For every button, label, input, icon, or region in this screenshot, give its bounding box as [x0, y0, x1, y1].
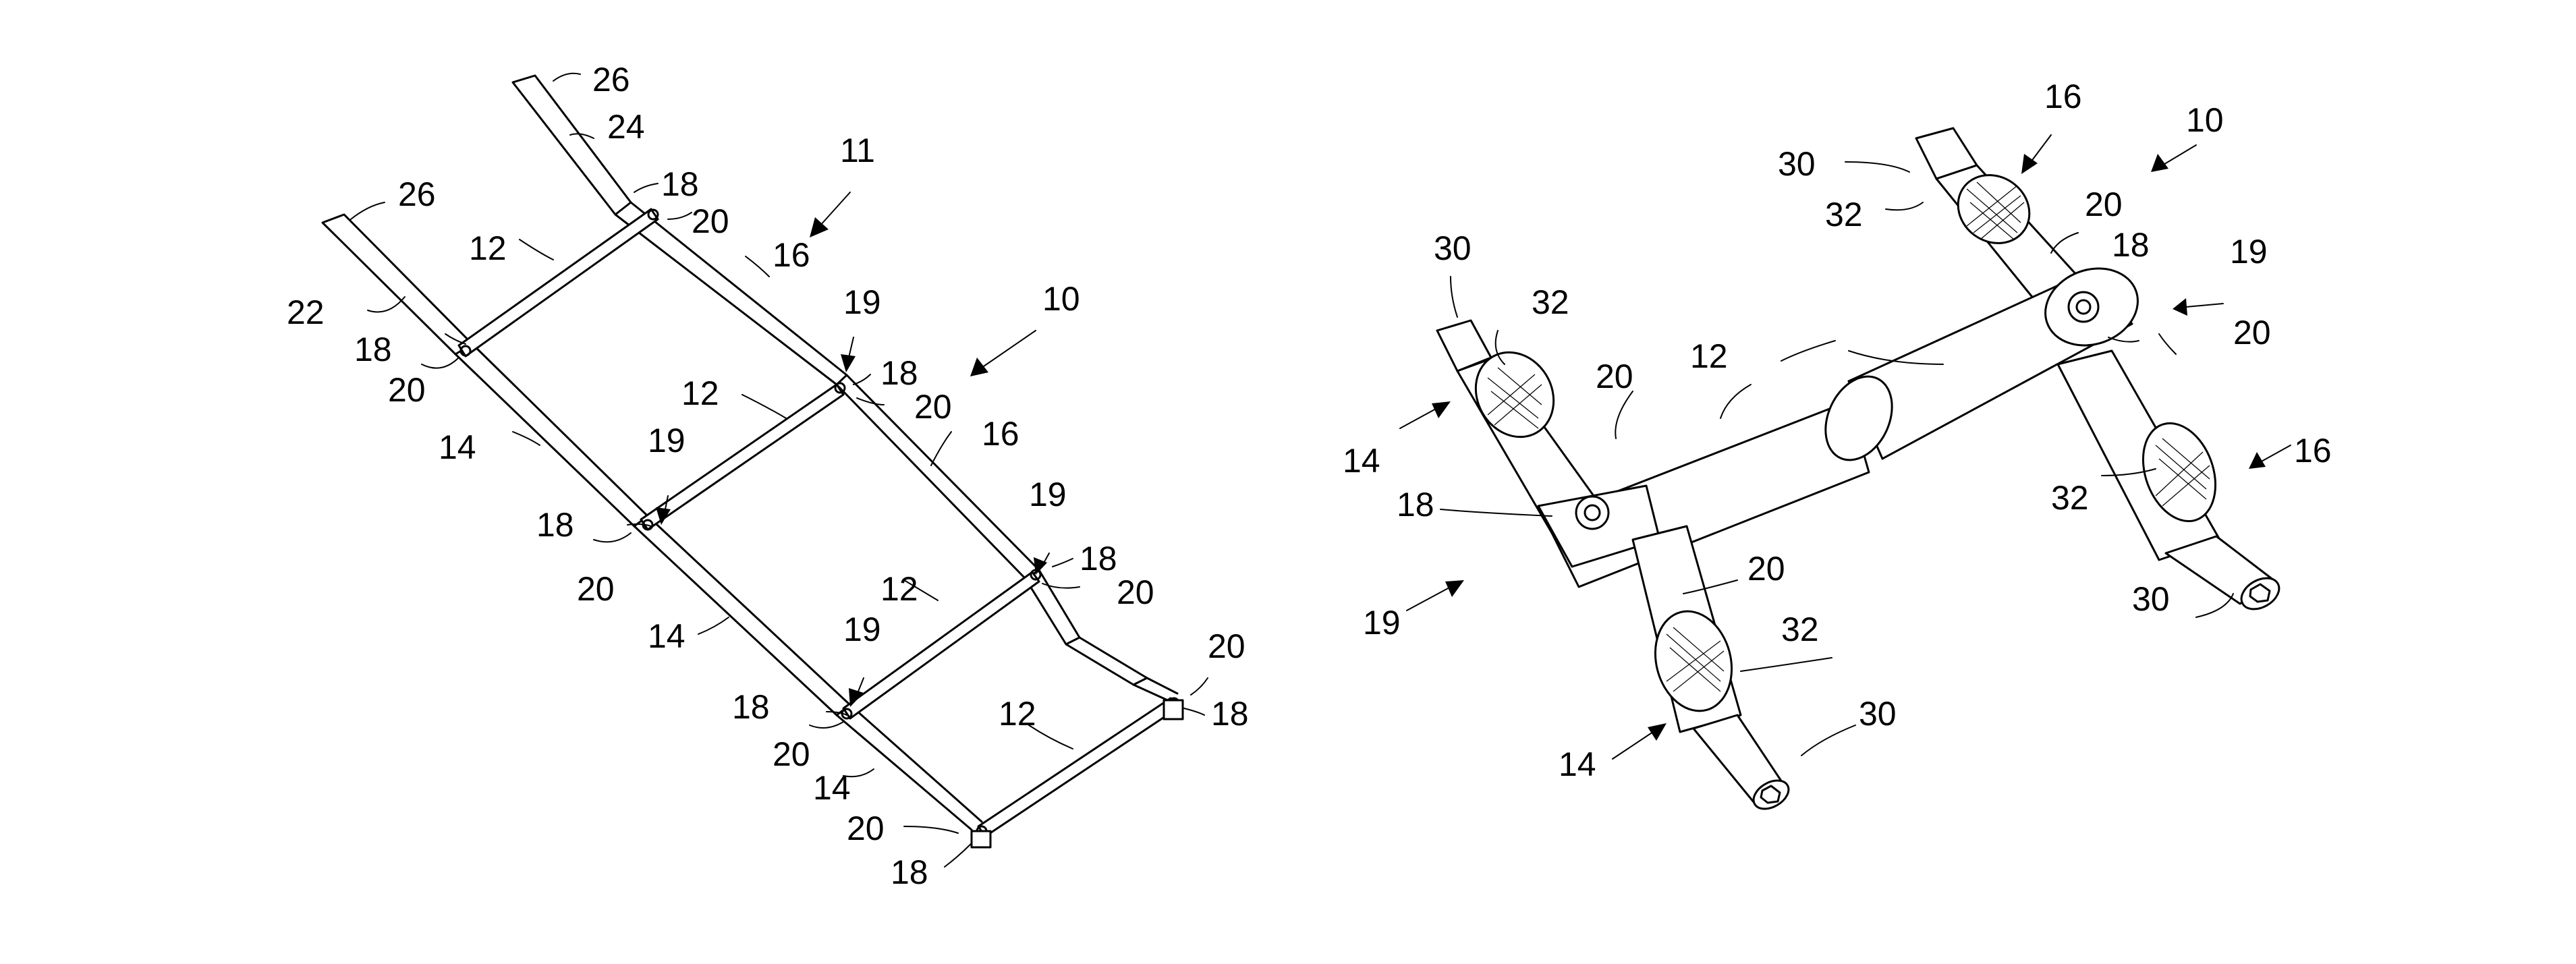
label-20-h: 20: [847, 810, 885, 847]
label-18-b: 18: [354, 331, 392, 368]
label-26-left: 26: [398, 175, 436, 213]
label-10-right: 10: [2186, 101, 2224, 139]
label-16-b: 16: [982, 415, 1019, 453]
label-20-g: 20: [773, 735, 810, 773]
label-12-c: 12: [880, 570, 918, 608]
label-20-right: 20: [2233, 314, 2271, 351]
label-12-a: 12: [469, 229, 507, 267]
label-19-a: 19: [843, 283, 881, 321]
label-26-top: 26: [592, 61, 630, 98]
label-19-left: 19: [1363, 604, 1401, 642]
label-12-d: 12: [999, 695, 1036, 733]
label-18-g: 18: [1211, 695, 1249, 733]
label-20-middle: 20: [1747, 550, 1785, 588]
label-20-c: 20: [914, 388, 952, 426]
label-20-f: 20: [1208, 627, 1245, 665]
label-16-right: 16: [2294, 432, 2332, 470]
label-19-c: 19: [1029, 476, 1067, 513]
label-32-right: 32: [2051, 479, 2089, 517]
label-16-top: 16: [2044, 78, 2082, 115]
label-10: 10: [1042, 280, 1080, 318]
label-11: 11: [840, 132, 875, 169]
label-16-a: 16: [773, 236, 810, 274]
label-19-b: 19: [648, 422, 685, 459]
rail-16-upper: [1916, 128, 2078, 304]
label-30-left: 30: [1434, 229, 1472, 267]
label-14-left: 14: [1343, 442, 1380, 480]
label-18-i: 18: [891, 853, 928, 891]
left-reference-numerals: 26 24 11 26 18 20 12 16 22 18 19 10 20 1…: [287, 61, 1249, 891]
label-30-bottom: 30: [1859, 695, 1897, 733]
right-figure-joint-detail: 16 10 30 32 20 18 19 30 32 12 20 20 14 1…: [1343, 78, 2332, 815]
label-20-a: 20: [692, 202, 729, 240]
label-22: 22: [287, 293, 325, 331]
label-20-top: 20: [2085, 186, 2123, 223]
label-18-c: 18: [880, 354, 918, 392]
label-14-c: 14: [813, 769, 851, 807]
label-18-a: 18: [661, 165, 699, 203]
label-20-b: 20: [388, 371, 426, 409]
label-14-bottom: 14: [1559, 745, 1596, 783]
label-18-top: 18: [2112, 226, 2150, 264]
label-18-e: 18: [1080, 540, 1117, 577]
label-12-right: 12: [1690, 337, 1728, 375]
label-30-top: 30: [1778, 145, 1816, 183]
label-20-left: 20: [1596, 358, 1633, 395]
label-20-d: 20: [577, 570, 615, 608]
label-19-top: 19: [2230, 233, 2268, 271]
rail-16-lower: [2058, 351, 2285, 615]
label-14-b: 14: [648, 617, 685, 655]
label-18-f: 18: [732, 688, 770, 726]
label-32-top: 32: [1825, 196, 1863, 233]
label-30-right: 30: [2132, 580, 2170, 618]
label-14-a: 14: [439, 428, 476, 466]
label-18-d: 18: [536, 506, 574, 544]
label-32-left: 32: [1532, 283, 1569, 321]
label-18-left: 18: [1397, 486, 1434, 523]
label-12-b: 12: [681, 374, 719, 412]
label-32-bottom: 32: [1781, 611, 1819, 648]
label-19-d: 19: [843, 611, 881, 648]
left-figure-frame: 26 24 11 26 18 20 12 16 22 18 19 10 20 1…: [287, 61, 1249, 891]
label-24: 24: [607, 108, 645, 146]
label-20-e: 20: [1117, 573, 1154, 611]
